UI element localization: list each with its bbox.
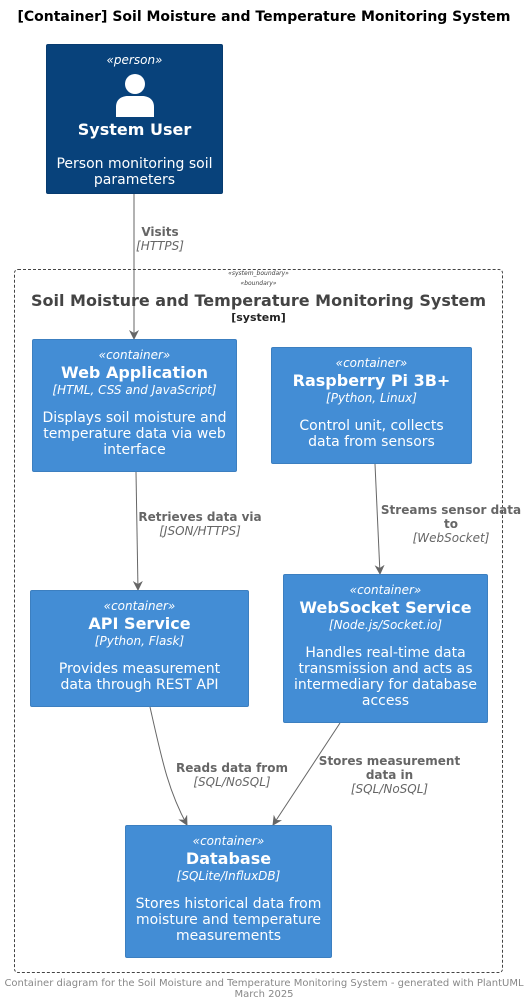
container-raspberry-pi[interactable]: «container» Raspberry Pi 3B+ [Python, Li… [271,347,472,464]
container-name: Database [185,849,272,868]
container-stereotype: «container» [98,348,171,362]
person-system-user[interactable]: «person» System User Person monitoring s… [46,44,223,194]
relation-tech: [SQL/NoSQL] [350,782,429,796]
boundary-stereotype-secondary: «boundary» [240,280,277,287]
container-name: WebSocket Service [299,598,472,617]
relation-streams: Streams sensor data to [WebSocket] [378,503,524,545]
relation-label: Visits [141,225,179,239]
container-tech: [SQLite/InfluxDB] [176,869,281,883]
arrow-stores [272,722,341,826]
arrow-retrieves [132,471,143,591]
relation-label: Stores measurement data in [318,754,461,782]
diagram-footer: Container diagram for the Soil Moisture … [4,978,524,1000]
relation-label: Streams sensor data to [380,503,522,531]
relation-stores: Stores measurement data in [SQL/NoSQL] [312,754,467,796]
boundary-type: [system] [231,311,286,324]
container-web-application[interactable]: «container» Web Application [HTML, CSS a… [32,339,237,472]
container-stereotype: «container» [103,599,176,613]
arrow-streams [374,463,385,575]
container-description: Stores historical data from moisture and… [135,896,322,944]
container-tech: [Python, Linux] [326,391,417,405]
relation-label: Retrieves data via [138,510,262,524]
container-stereotype: «container» [349,583,422,597]
relation-reads: Reads data from [SQL/NoSQL] [167,761,297,789]
boundary-name: Soil Moisture and Temperature Monitoring… [30,291,487,310]
container-description: Control unit, collects data from sensors [299,418,444,450]
boundary-stereotype: «system_boundary» [228,270,289,277]
relation-tech: [WebSocket] [412,531,490,545]
person-name: System User [77,120,192,139]
container-tech: [Python, Flask] [94,634,185,648]
person-icon [115,73,155,117]
person-stereotype: «person» [106,53,163,67]
container-description: Displays soil moisture and temperature d… [42,410,227,458]
container-stereotype: «container» [192,834,265,848]
container-name: Raspberry Pi 3B+ [292,371,451,390]
container-api-service[interactable]: «container» API Service [Python, Flask] … [30,590,249,707]
relation-tech: [JSON/HTTPS] [159,524,241,538]
relation-tech: [SQL/NoSQL] [193,775,271,789]
container-tech: [HTML, CSS and JavaScript] [52,383,217,397]
arrow-reads [149,706,188,826]
container-database[interactable]: «container» Database [SQLite/InfluxDB] S… [125,825,332,958]
container-stereotype: «container» [335,356,408,370]
container-description: Handles real-time data transmission and … [293,645,478,709]
relation-tech: [HTTPS] [136,239,184,253]
relation-label: Reads data from [176,761,288,775]
container-name: API Service [88,614,191,633]
container-name: Web Application [60,363,208,382]
container-websocket-service[interactable]: «container» WebSocket Service [Node.js/S… [283,574,488,723]
system-boundary: «system_boundary» «boundary» Soil Moistu… [14,269,503,973]
relation-retrieves: Retrieves data via [JSON/HTTPS] [125,510,275,538]
diagram-title: [Container] Soil Moisture and Temperatur… [17,9,511,25]
relation-visits: Visits [HTTPS] [120,225,200,253]
person-description: Person monitoring soil parameters [56,156,213,188]
container-description: Provides measurement data through REST A… [58,661,221,693]
container-tech: [Node.js/Socket.io] [328,618,443,632]
